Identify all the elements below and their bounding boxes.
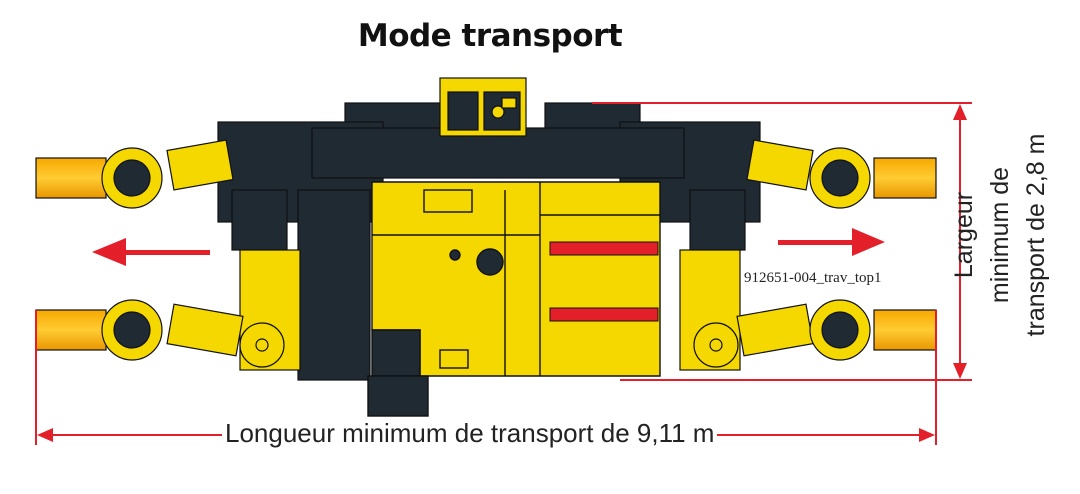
drawing-reference: 912651-004_trav_top1	[742, 270, 884, 287]
left-undercarriage	[35, 139, 301, 371]
control-panel	[439, 77, 527, 137]
width-label: Largeur minimum de transport de 2,8 m	[946, 125, 1054, 345]
width-label-line: minimum de	[986, 166, 1014, 304]
right-undercarriage	[679, 139, 937, 371]
red-stripes	[549, 241, 659, 322]
arrow-left-icon	[92, 238, 210, 266]
arrow-right-icon	[778, 228, 885, 256]
length-label: Longueur minimum de transport de 9,11 m	[222, 418, 718, 449]
width-dimension	[592, 102, 972, 381]
main-body	[367, 181, 661, 417]
diagram-title: Mode transport	[357, 18, 623, 54]
width-label-line: Largeur	[950, 191, 978, 279]
width-label-line: transport de 2,8 m	[1022, 133, 1050, 337]
